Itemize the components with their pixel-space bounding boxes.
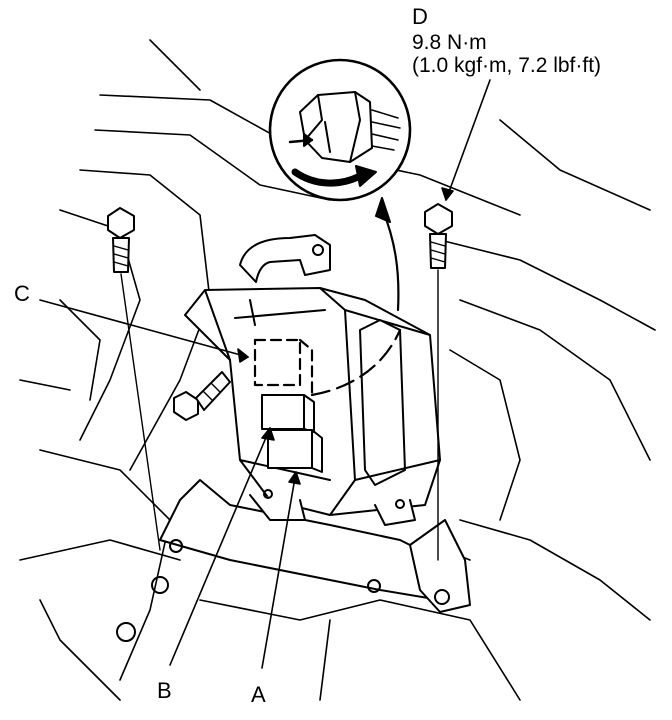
callout-b: B xyxy=(157,678,172,703)
upper-strap xyxy=(239,234,331,283)
callout-d: D xyxy=(412,4,428,29)
bracket-hole-middle xyxy=(367,579,381,593)
connector-c-dashed xyxy=(253,338,314,397)
release-path xyxy=(310,328,402,397)
torque-spec-value: 9.8 N·m xyxy=(412,31,487,54)
callout-c: C xyxy=(14,281,30,306)
leader-d xyxy=(445,79,491,201)
callout-a: A xyxy=(251,682,266,707)
leader-b xyxy=(169,427,271,666)
ecu-unit xyxy=(184,287,441,526)
bolt-right xyxy=(424,203,453,561)
torque-spec: 9.8 N·m (1.0 kgf·m, 7.2 lbf·ft) xyxy=(412,31,602,77)
detail-arrow-head xyxy=(375,197,391,223)
mounting-bracket xyxy=(116,479,471,642)
body-hole xyxy=(116,622,136,642)
detail-arrow xyxy=(380,206,400,312)
connector-a xyxy=(267,429,323,473)
torque-spec-conversion: (1.0 kgf·m, 7.2 lbf·ft) xyxy=(412,53,602,77)
rotate-arrow-icon xyxy=(291,168,364,187)
leader-lines xyxy=(39,79,491,669)
body-hole xyxy=(151,576,169,594)
detail-view xyxy=(268,58,412,202)
bracket-hole-right xyxy=(434,589,450,605)
bolt-side xyxy=(173,371,231,421)
bracket-hole-left xyxy=(169,539,183,553)
strap-hole xyxy=(312,244,324,256)
leader-a xyxy=(261,471,297,669)
bolt-left xyxy=(107,207,161,551)
leader-c xyxy=(39,299,249,358)
